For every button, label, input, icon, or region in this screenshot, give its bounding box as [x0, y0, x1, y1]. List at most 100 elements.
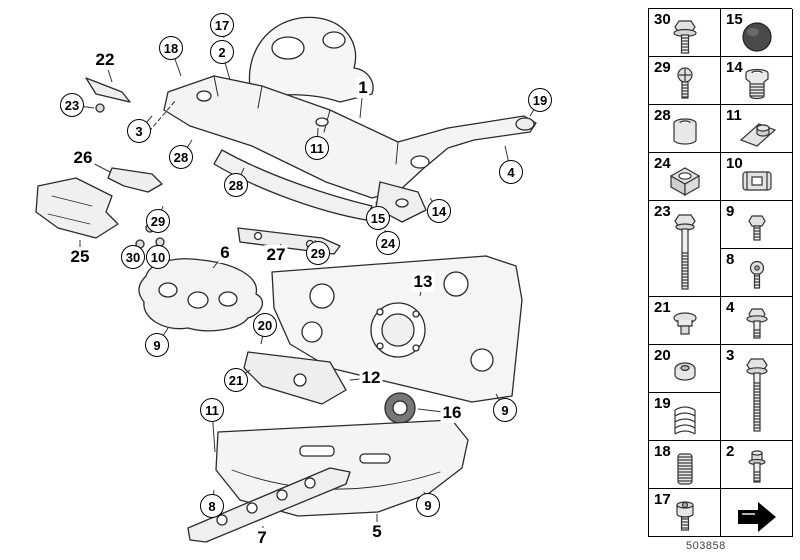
callout-10[interactable]: 10	[146, 245, 170, 269]
coil-spring-icon	[663, 402, 707, 440]
callout-29[interactable]: 29	[146, 209, 170, 233]
callout-25[interactable]: 25	[68, 247, 92, 267]
part-number: 4	[726, 299, 735, 316]
legend-cell-23[interactable]: 23	[649, 201, 721, 297]
part-number: 3	[726, 347, 735, 364]
socket-screw-icon	[663, 498, 707, 536]
callout-11[interactable]: 11	[305, 136, 329, 160]
expansion-rivet-icon	[663, 306, 707, 344]
legend-cell-28[interactable]: 28	[649, 105, 721, 153]
callout-3[interactable]: 3	[127, 119, 151, 143]
threaded-insert-icon	[735, 66, 779, 104]
cage-nut-icon	[663, 162, 707, 200]
part-number: 21	[654, 299, 671, 316]
legend-cell-20[interactable]: 20	[649, 345, 721, 393]
diagram-id: 503858	[686, 540, 726, 552]
legend-cell-3[interactable]: 3	[721, 345, 793, 441]
part-number: 8	[726, 251, 735, 268]
sleeve-bushing-icon	[663, 114, 707, 152]
callout-27[interactable]: 27	[264, 245, 288, 265]
callout-9[interactable]: 9	[493, 398, 517, 422]
callout-15[interactable]: 15	[366, 206, 390, 230]
nav-arrow-icon	[733, 497, 781, 537]
callout-8[interactable]: 8	[200, 494, 224, 518]
callout-5[interactable]: 5	[370, 522, 384, 542]
callout-9[interactable]: 9	[145, 333, 169, 357]
legend-cell-30[interactable]: 30	[649, 9, 721, 57]
hex-screw-icon	[735, 210, 779, 248]
part-number: 9	[726, 203, 735, 220]
part-number: 11	[726, 107, 742, 124]
callout-23[interactable]: 23	[60, 93, 84, 117]
callout-22[interactable]: 22	[93, 50, 117, 70]
callout-19[interactable]: 19	[528, 88, 552, 112]
callout-28[interactable]: 28	[224, 173, 248, 197]
cap-plug-icon	[735, 18, 779, 56]
subframe-drawing	[35, 16, 537, 543]
callout-9[interactable]: 9	[416, 493, 440, 517]
part-number: 14	[726, 59, 743, 76]
part-number: 19	[654, 395, 671, 412]
grommet-icon	[663, 354, 707, 392]
long-bolt-icon	[663, 211, 707, 295]
threaded-stud-icon	[663, 450, 707, 488]
legend-cell-14[interactable]: 14	[721, 57, 793, 105]
callout-13[interactable]: 13	[411, 272, 435, 292]
legend-cell-2[interactable]: 2	[721, 441, 793, 489]
clip-nut-icon	[735, 114, 779, 152]
callout-28[interactable]: 28	[169, 145, 193, 169]
legend-cell-17[interactable]: 17	[649, 489, 721, 537]
callout-17[interactable]: 17	[210, 13, 234, 37]
legend-cell-11[interactable]: 11	[721, 105, 793, 153]
callout-4[interactable]: 4	[499, 160, 523, 184]
callout-7[interactable]: 7	[255, 528, 269, 548]
legend-cell-18[interactable]: 18	[649, 441, 721, 489]
callout-21[interactable]: 21	[224, 368, 248, 392]
torx-screw-icon	[735, 258, 779, 296]
speed-nut-icon	[735, 162, 779, 200]
bracket-25	[35, 177, 119, 239]
legend-cell-4[interactable]: 4	[721, 297, 793, 345]
long-flange-bolt-icon	[735, 355, 779, 439]
part-number: 2	[726, 443, 735, 460]
pan-head-screw-icon	[663, 66, 707, 104]
legend-cell-next-page[interactable]	[721, 489, 793, 537]
callout-6[interactable]: 6	[218, 243, 232, 263]
legend-cell-19[interactable]: 19	[649, 393, 721, 441]
callout-20[interactable]: 20	[253, 313, 277, 337]
callout-30[interactable]: 30	[121, 245, 145, 269]
callout-24[interactable]: 24	[376, 231, 400, 255]
legend-cell-29[interactable]: 29	[649, 57, 721, 105]
callout-12[interactable]: 12	[359, 368, 383, 388]
flange-bolt-icon	[663, 18, 707, 56]
legend-cell-24[interactable]: 24	[649, 153, 721, 201]
part-number: 23	[654, 203, 671, 220]
callout-29[interactable]: 29	[306, 241, 330, 265]
legend-cell-8[interactable]: 8	[721, 249, 793, 297]
bracket-26	[107, 167, 163, 193]
legend-cell-10[interactable]: 10	[721, 153, 793, 201]
callout-11[interactable]: 11	[200, 398, 224, 422]
part-number: 24	[654, 155, 671, 172]
part-number: 30	[654, 11, 671, 28]
part-number: 18	[654, 443, 671, 460]
legend-cell-15[interactable]: 15	[721, 9, 793, 57]
legend-cell-21[interactable]: 21	[649, 297, 721, 345]
callout-16[interactable]: 16	[440, 403, 464, 423]
bracket-22	[85, 77, 131, 103]
legend-cell-9[interactable]: 9	[721, 201, 793, 249]
part-number: 20	[654, 347, 671, 364]
callout-26[interactable]: 26	[71, 148, 95, 168]
part-number: 10	[726, 155, 743, 172]
part-number: 29	[654, 59, 671, 76]
callout-2[interactable]: 2	[210, 40, 234, 64]
legend-grid: 30 15 29 14 28 11 24 10 23 9 8 21 4 20 3 19 18 2 17	[648, 8, 793, 537]
part-number: 17	[654, 491, 671, 508]
callout-14[interactable]: 14	[427, 199, 451, 223]
callout-1[interactable]: 1	[356, 78, 370, 98]
part-number: 28	[654, 107, 671, 124]
callout-18[interactable]: 18	[159, 36, 183, 60]
